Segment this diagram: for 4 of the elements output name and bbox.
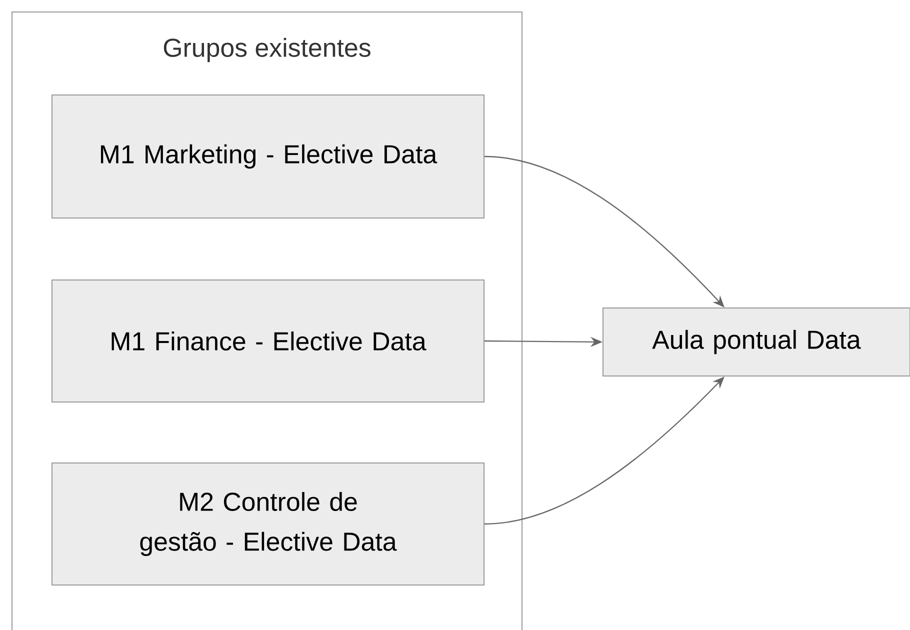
process-box: M1 Marketing - Elective Data: [52, 94, 484, 218]
process-box: Aula pontual Data: [602, 308, 910, 376]
process-box: M2 Controle de gestão - Elective Data: [52, 462, 484, 586]
process-box: M1 Finance - Elective Data: [52, 280, 484, 402]
